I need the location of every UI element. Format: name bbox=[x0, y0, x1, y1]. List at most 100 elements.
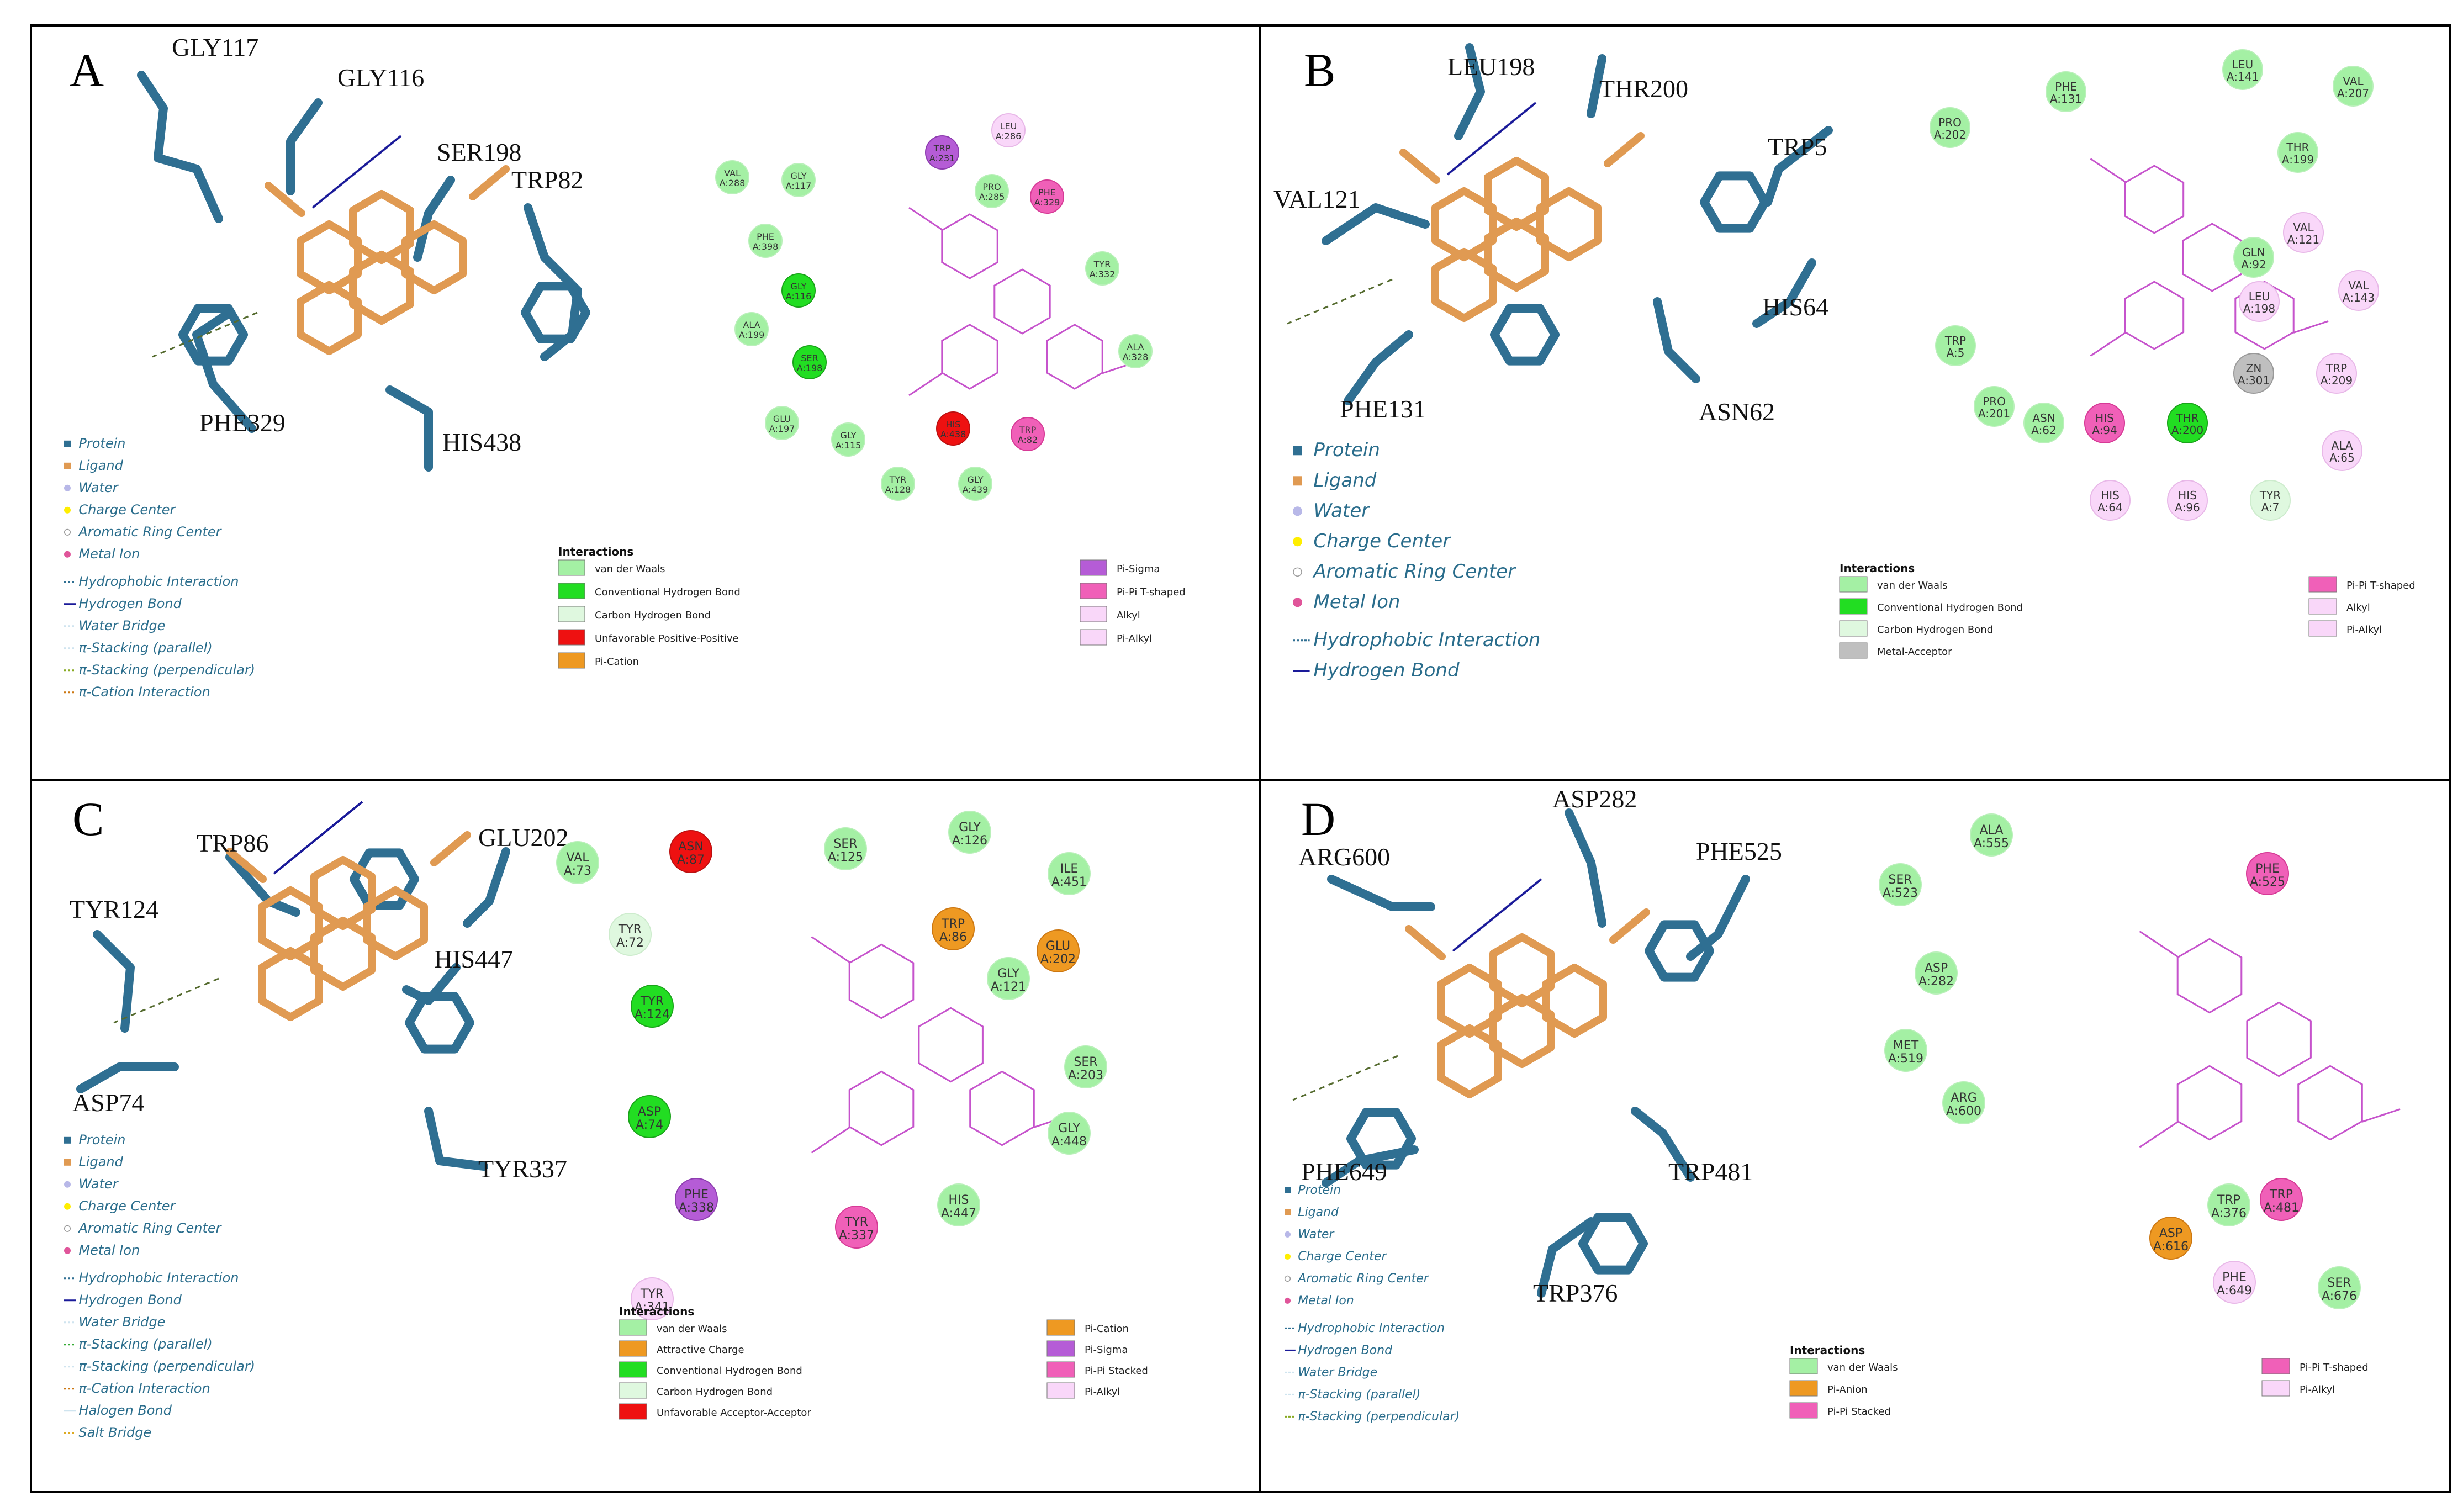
ligand-ring bbox=[1536, 187, 1602, 261]
legend-label: π-Cation Interaction bbox=[78, 684, 210, 700]
residue-disc-circle bbox=[734, 312, 769, 346]
residue-disc-circle bbox=[831, 422, 865, 457]
residue-number: A:141 bbox=[2227, 70, 2259, 83]
residue-name: ZN bbox=[2246, 362, 2262, 375]
residue-disc-circle bbox=[1942, 1081, 1985, 1124]
residue-name: THR bbox=[2175, 411, 2198, 425]
residue-number: A:439 bbox=[963, 484, 989, 495]
legend-label: Protein bbox=[1298, 1183, 1341, 1197]
interaction-swatch bbox=[619, 1319, 647, 1336]
residue-number: A:199 bbox=[739, 330, 765, 340]
residue-3d-label: ASN62 bbox=[1699, 398, 1775, 426]
protein-residue-stick bbox=[1752, 258, 1816, 328]
residue-disc-circle bbox=[748, 224, 783, 258]
residue-disc-circle bbox=[1884, 1029, 1927, 1072]
residue-disc-circle bbox=[2250, 480, 2291, 521]
interaction-label: Pi-Alkyl bbox=[1117, 633, 1152, 644]
interaction-label: Pi-Alkyl bbox=[1085, 1386, 1120, 1398]
ligand-ring bbox=[1484, 218, 1549, 292]
protein-residue-stick bbox=[1587, 54, 1606, 118]
legend-swatch bbox=[64, 1203, 71, 1210]
residue-name: VAL bbox=[567, 851, 590, 865]
residue-3d-label: TRP82 bbox=[511, 166, 583, 194]
residue-disc-circle bbox=[991, 113, 1026, 147]
protein-residue-stick bbox=[1327, 875, 1435, 911]
residue-name: GLY bbox=[1058, 1122, 1080, 1135]
interaction-label: Pi-Pi Stacked bbox=[1085, 1365, 1148, 1377]
residue-disc-circle bbox=[2167, 403, 2208, 443]
legend-swatch bbox=[1293, 476, 1302, 486]
interaction-swatch bbox=[619, 1382, 647, 1399]
residue-disc-circle bbox=[2338, 270, 2379, 311]
interaction-label: Pi-Pi T-shaped bbox=[2346, 580, 2416, 591]
residue-number: A:201 bbox=[1978, 407, 2010, 420]
residue-number: A:282 bbox=[1918, 975, 1954, 988]
residue-disc-circle bbox=[2316, 353, 2357, 394]
residue-number: A:555 bbox=[1974, 837, 2009, 850]
legend-label: π-Stacking (parallel) bbox=[1298, 1388, 1420, 1402]
legend-label: Protein bbox=[78, 1132, 125, 1148]
legend-label: Water Bridge bbox=[1298, 1366, 1377, 1379]
ligand-ring bbox=[310, 856, 376, 930]
residue-name: ALA bbox=[743, 320, 760, 330]
residue-name: PRO bbox=[1983, 395, 2006, 408]
residue-number: A:7 bbox=[2261, 501, 2280, 514]
legend-label: Ligand bbox=[1313, 469, 1376, 491]
residue-disc-circle bbox=[975, 174, 1009, 208]
residue-disc-circle bbox=[1030, 179, 1064, 214]
legend-label: Aromatic Ring Center bbox=[77, 524, 222, 540]
ligand-ring bbox=[310, 917, 376, 991]
legend-swatch bbox=[1285, 1253, 1291, 1260]
interaction-swatch bbox=[1789, 1358, 1818, 1374]
legend-label: Ligand bbox=[1298, 1206, 1339, 1219]
legend-swatch bbox=[64, 1247, 71, 1254]
protein-aromatic-ring bbox=[1645, 920, 1714, 982]
ligand-2d-ring bbox=[2297, 1065, 2363, 1141]
residue-name: GLU bbox=[1046, 939, 1070, 953]
protein-residue-stick bbox=[1631, 1107, 1695, 1182]
residue-name: VAL bbox=[724, 168, 741, 178]
interactions-title: Interactions bbox=[558, 545, 633, 558]
residue-name: GLU bbox=[773, 414, 791, 424]
residue-disc-circle bbox=[765, 406, 799, 440]
interaction-label: Conventional Hydrogen Bond bbox=[657, 1365, 802, 1377]
residue-name: TRP bbox=[933, 143, 951, 154]
residue-disc-circle bbox=[1048, 852, 1091, 895]
residue-name: TYR bbox=[640, 995, 664, 1008]
residue-disc: ZNA:301 bbox=[2233, 353, 2274, 394]
residue-number: A:92 bbox=[2241, 258, 2266, 271]
residue-name: PHE bbox=[684, 1188, 709, 1202]
residue-number: A:5 bbox=[1947, 346, 1965, 360]
residue-disc-circle bbox=[948, 811, 991, 854]
interaction-swatch bbox=[1080, 606, 1107, 622]
residue-number: A:286 bbox=[996, 131, 1022, 141]
legend-label: Charge Center bbox=[1313, 530, 1451, 552]
residue-3d-label: PHE131 bbox=[1340, 395, 1426, 423]
hydrogen-bond-line bbox=[273, 801, 363, 875]
residue-name: PRO bbox=[1938, 116, 1962, 129]
residue-name: THR bbox=[2286, 141, 2309, 154]
residue-name: GLY bbox=[791, 171, 807, 181]
residue-3d-label: TYR337 bbox=[478, 1155, 567, 1183]
residue-disc-circle bbox=[987, 957, 1030, 1000]
ligand-ring bbox=[1431, 248, 1497, 322]
residue-disc-circle bbox=[556, 841, 599, 884]
